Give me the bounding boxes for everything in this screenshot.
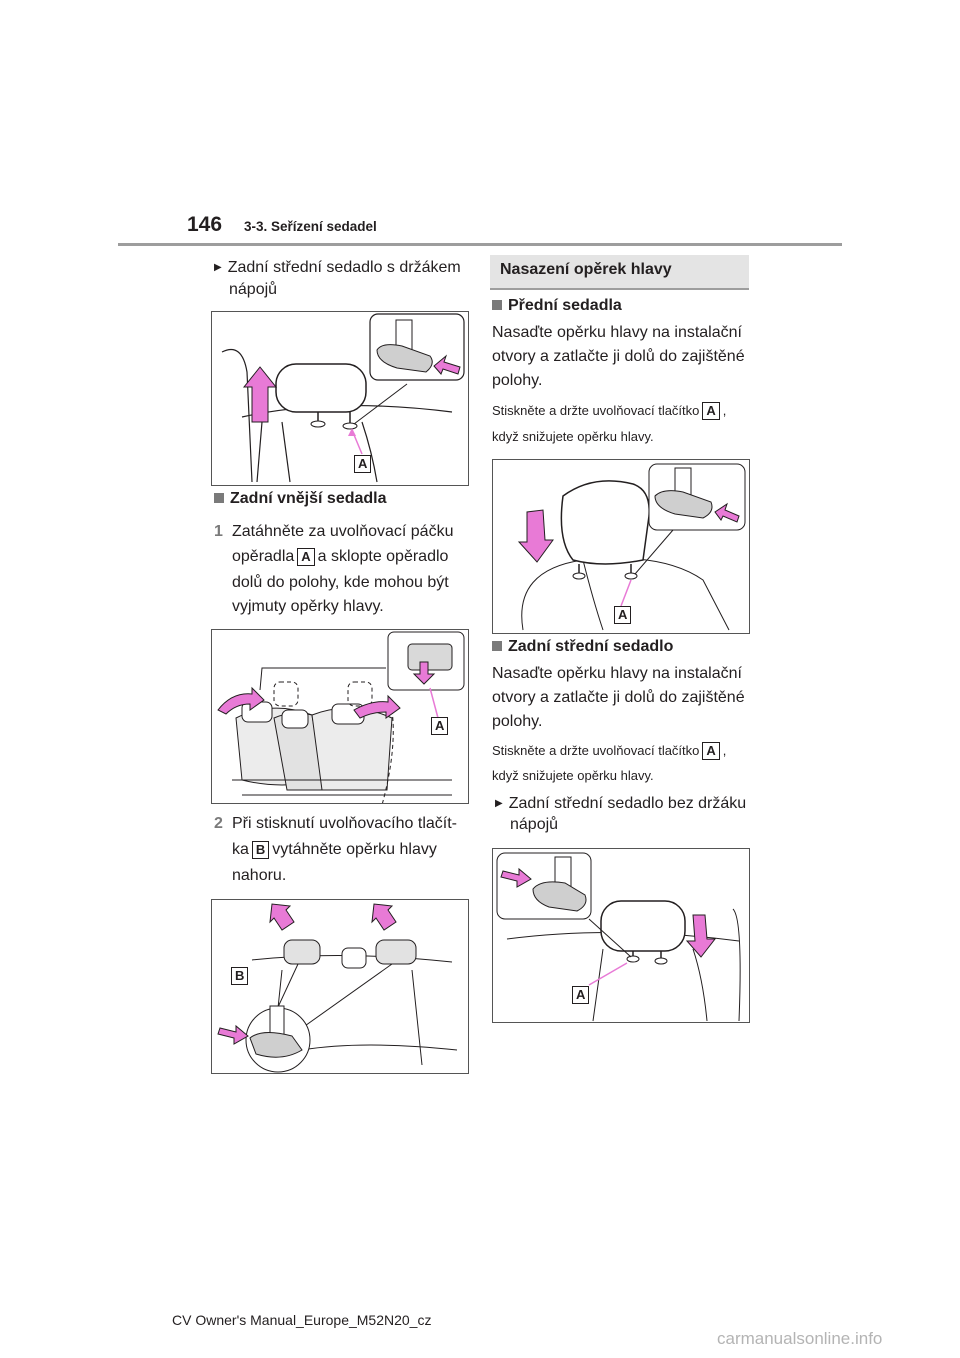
rear-text-1: Nasaďte opěrku hlavy na instalační: [492, 665, 742, 682]
rear-note-2: když snižujete opěrku hlavy.: [492, 768, 654, 783]
step-1-line1: Zatáhněte za uvolňovací páčku: [232, 523, 454, 540]
square-bullet-icon: [492, 641, 502, 651]
label-a-inline: A: [297, 548, 315, 566]
step-1-line4: vyjmuty opěrky hlavy.: [232, 598, 384, 615]
label-a: A: [614, 606, 632, 624]
label-b: B: [231, 967, 249, 985]
list-item-cont: nápojů: [229, 281, 278, 298]
label-a-inline: A: [702, 742, 720, 760]
rear-text-3: polohy.: [492, 713, 543, 730]
figure-front-seat-install: A: [492, 459, 750, 634]
triangle-right-icon: ▶: [214, 262, 222, 273]
figure-rear-outer-fold: A: [211, 629, 469, 804]
section-heading-rear-center: Zadní střední sedadlo: [492, 638, 673, 656]
label-a: A: [572, 986, 590, 1004]
header-divider: [118, 243, 842, 246]
rear-text-2: otvory a zatlačte ji dolů do zajištěné: [492, 689, 745, 706]
list-item: ▶Zadní střední sedadlo s držákem: [214, 256, 461, 280]
step-1-line3: dolů do polohy, kde mohou být: [232, 574, 449, 591]
front-text-2: otvory a zatlačte ji dolů do zajištěné: [492, 348, 745, 365]
step-2: 2: [214, 815, 223, 832]
figure-rear-center-no-cupholder: A: [492, 848, 750, 1023]
step-1: 1: [214, 523, 223, 540]
section-heading-rear-outer: Zadní vnější sedadla: [214, 490, 387, 508]
footer-manual-id: CV Owner's Manual_Europe_M52N20_cz: [172, 1312, 432, 1328]
page-number: 146: [187, 213, 223, 236]
front-note-2: když snižujete opěrku hlavy.: [492, 429, 654, 444]
front-text-1: Nasaďte opěrku hlavy na instalační: [492, 324, 742, 341]
section-heading-front: Přední sedadla: [492, 297, 622, 315]
step-2-line3: nahoru.: [232, 867, 287, 884]
list-item-cont: nápojů: [510, 816, 559, 833]
label-b-inline: B: [251, 841, 270, 859]
square-bullet-icon: [214, 493, 224, 503]
triangle-right-icon: ▶: [495, 798, 503, 809]
label-a-inline: A: [702, 402, 720, 420]
label-a: A: [431, 717, 449, 735]
section-heading-install: Nasazení opěrek hlavy: [490, 255, 749, 290]
watermark[interactable]: carmanualsonline.info: [717, 1329, 883, 1348]
section-title: 3-3. Seřízení sedadel: [244, 219, 377, 234]
front-text-3: polohy.: [492, 372, 543, 389]
square-bullet-icon: [492, 300, 502, 310]
step-2-line1: Při stisknutí uvolňovacího tlačít-: [232, 815, 457, 832]
label-a: A: [354, 455, 372, 473]
figure-rear-center-with-cupholder: A: [211, 311, 469, 486]
list-item: ▶Zadní střední sedadlo bez držáku: [495, 792, 746, 816]
figure-remove-headrest: B: [211, 899, 469, 1074]
